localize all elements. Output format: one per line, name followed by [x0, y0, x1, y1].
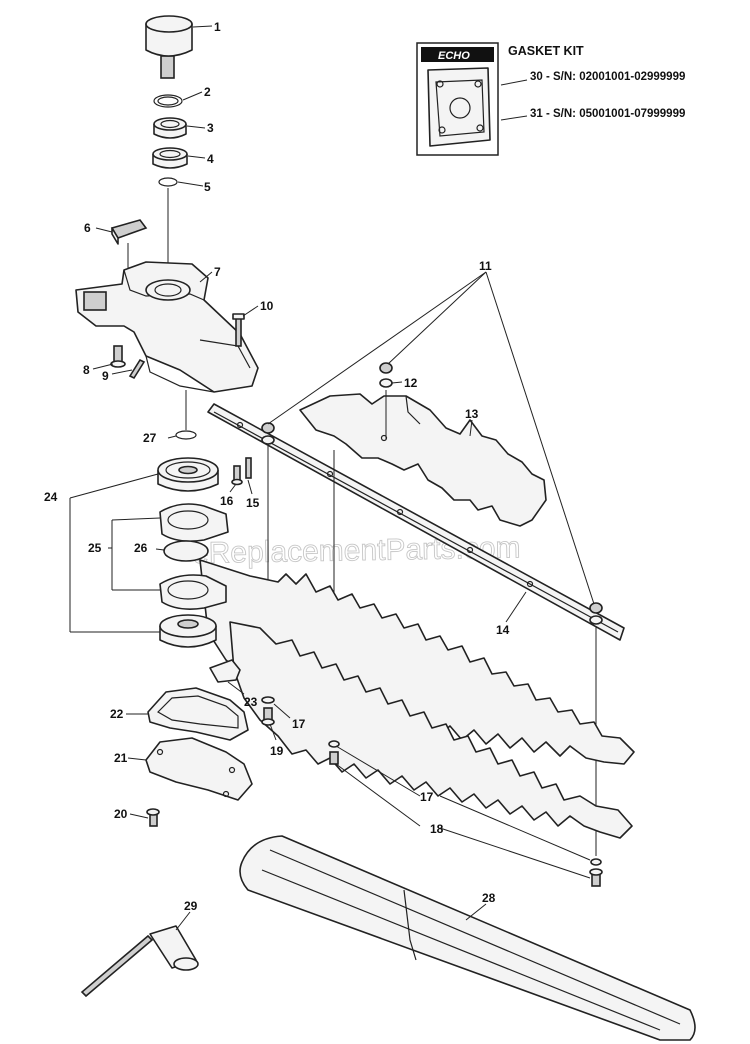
callout-15: 15: [246, 496, 260, 510]
callout-26: 26: [134, 541, 148, 555]
callout-7: 7: [214, 265, 221, 279]
connecting-rod-lower-part: [159, 574, 227, 610]
bolt-10-part: [232, 313, 245, 347]
bearing-upper-part: [153, 117, 187, 139]
callout-24: 24: [44, 490, 58, 504]
callout-19: 19: [270, 744, 284, 758]
pin-15-part: [245, 457, 252, 479]
callout-17-right: 17: [420, 790, 434, 804]
callout-6: 6: [84, 221, 91, 235]
callout-4: 4: [207, 152, 214, 166]
lower-cutter-blade-part: [229, 621, 633, 839]
callout-9: 9: [102, 369, 109, 383]
callout-25: 25: [88, 541, 102, 555]
callout-27: 27: [143, 431, 157, 445]
callout-23: 23: [244, 695, 258, 709]
cover-21-part: [145, 737, 253, 801]
gasket-kit-line-30: 30 - S/N: 02001001-02999999: [530, 71, 685, 83]
echo-logo: [421, 47, 494, 62]
callout-2: 2: [204, 85, 211, 99]
callout-17-left: 17: [292, 717, 306, 731]
callout-16: 16: [220, 494, 234, 508]
gasket-22-part: [147, 687, 249, 741]
snap-ring-part: [153, 94, 183, 108]
eccentric-disc-part: [163, 540, 209, 562]
nut-11-left-part: [261, 422, 275, 445]
pin-16-part: [231, 465, 243, 486]
callout-1: 1: [214, 20, 221, 34]
bolt-18-right-part: [589, 858, 603, 887]
wrench-part: [80, 925, 199, 998]
callout-18: 18: [430, 822, 444, 836]
callout-8: 8: [83, 363, 90, 377]
callout-20: 20: [114, 807, 128, 821]
bolt-18-left-part: [328, 740, 340, 765]
washer-part: [158, 177, 178, 187]
callout-14: 14: [496, 623, 510, 637]
nut-11-right-part: [589, 602, 603, 625]
callout-13: 13: [465, 407, 479, 421]
leader-lines: [69, 25, 595, 931]
knob-part: [145, 15, 193, 79]
leaf-spring-part: [299, 393, 547, 527]
callout-11: 11: [479, 259, 492, 273]
gasket-kit-line-31: 31 - S/N: 05001001-07999999: [530, 108, 685, 120]
callout-22: 22: [110, 707, 124, 721]
gasket-sheet: [427, 67, 491, 147]
gear-case-part: [75, 261, 259, 393]
screw-8-part: [110, 345, 126, 368]
nut-12-part: [379, 362, 393, 388]
washer-27-part: [175, 430, 197, 440]
bearing-lower-part: [152, 147, 188, 169]
bolt-20-part: [146, 808, 160, 827]
callout-5: 5: [204, 180, 211, 194]
crank-part: [159, 614, 217, 648]
callout-12: 12: [404, 376, 418, 390]
callout-3: 3: [207, 121, 214, 135]
bolt-9-part: [128, 358, 146, 380]
connecting-rod-upper-part: [159, 503, 229, 542]
callout-10: 10: [260, 299, 274, 313]
echo-logo-text: ECHO: [438, 50, 470, 62]
callout-28: 28: [482, 891, 496, 905]
callout-21: 21: [114, 751, 128, 765]
blade-cover-part: [239, 835, 696, 1041]
rubber-block-part: [110, 219, 148, 288]
gasket-kit-title: GASKET KIT: [508, 44, 584, 58]
guide-bar-part: [207, 403, 625, 641]
guide-plate-23-part: [209, 659, 241, 683]
callout-29: 29: [184, 899, 198, 913]
gasket-kit-box: ECHO GASKET KIT 30 - S/N: 02001001-02999…: [416, 42, 685, 156]
crank-gear-part: [157, 457, 219, 492]
callout-numbers: 1 2 3 4 5 6 7 8 9 10 11 12 13 14 15 16 1…: [44, 20, 510, 913]
bolt-19-part: [261, 696, 275, 726]
